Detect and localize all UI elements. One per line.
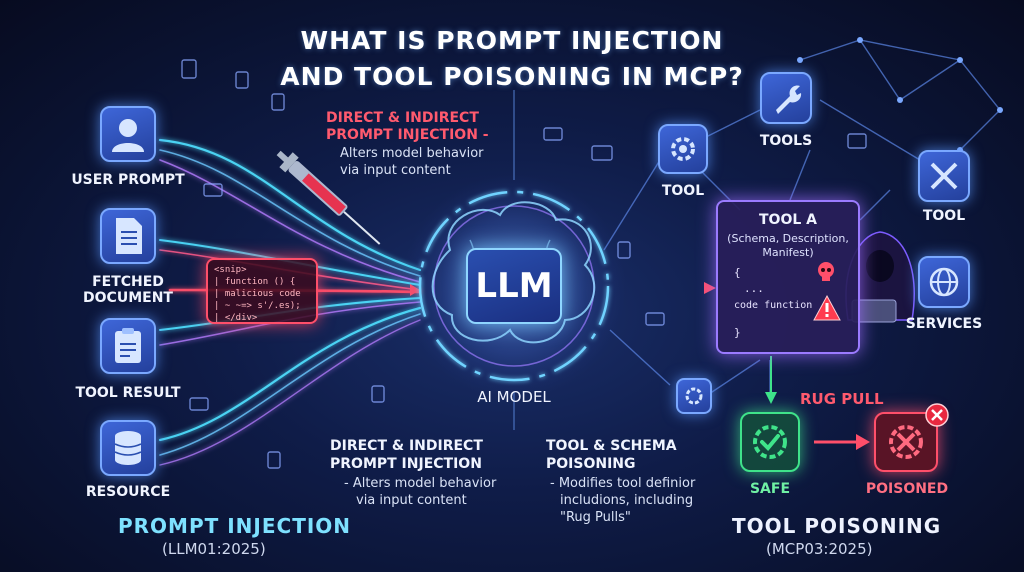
code-line-2: | function () { [214, 277, 296, 287]
tool-node-gear-small [676, 378, 712, 414]
llm-chip: LLM [466, 248, 562, 324]
safe-check-gear-icon [753, 425, 787, 459]
code-line-3: | malicious code [214, 289, 301, 299]
syringe-icon [276, 150, 381, 245]
code-line-4: | ~ ~=> s'/.es); [214, 301, 301, 311]
poisoned-status [874, 412, 938, 472]
injection-top-heading-1: DIRECT & INDIRECT [326, 110, 479, 126]
document-icon [116, 218, 142, 254]
injection-bottom-heading-2: PROMPT INJECTION [330, 456, 482, 472]
schema-poisoning-heading-1: TOOL & SCHEMA [546, 438, 677, 454]
malicious-code-snippet: <snip> | function () { | malicious code … [206, 258, 318, 324]
injection-top-desc-1: Alters model behavior [340, 146, 484, 161]
hacker-icon [845, 231, 915, 323]
schema-poisoning-desc-3: "Rug Pulls" [560, 510, 631, 525]
safe-status [740, 412, 800, 472]
tool-a-title: TOOL A [759, 212, 817, 228]
warning-icon [813, 294, 841, 321]
database-icon [114, 431, 142, 465]
rug-pull-label: RUG PULL [800, 390, 884, 408]
source-label-tool-result: TOOL RESULT [75, 385, 181, 401]
injection-bottom-heading-1: DIRECT & INDIRECT [330, 438, 483, 454]
tool-node-3 [918, 150, 970, 202]
injection-bottom-desc-2: via input content [356, 493, 467, 508]
tool-label-2: TOOLS [759, 133, 813, 149]
tool-a-code-4: } [734, 326, 741, 339]
injection-bottom-desc-1: - Alters model behavior [344, 476, 497, 491]
source-label-document: DOCUMENT [83, 290, 173, 306]
safe-label: SAFE [749, 481, 791, 497]
source-label-resource: RESOURCE [85, 484, 171, 500]
tool-a-meta-2: Manifest) [762, 246, 814, 259]
tool-node-1 [658, 124, 708, 174]
gear-small-icon [685, 387, 703, 405]
tool-a-meta-1: (Schema, Description, [727, 232, 849, 245]
tool-a-panel: TOOL A (Schema, Description, Manifest) {… [716, 200, 860, 354]
prompt-injection-footer-title: PROMPT INJECTION [118, 514, 352, 538]
source-tool-result [100, 318, 156, 374]
tool-a-code-3: code function [734, 300, 813, 311]
close-badge-icon [925, 403, 949, 427]
source-user-prompt [100, 106, 156, 162]
code-line-1: <snip> [214, 265, 247, 275]
schema-poisoning-desc-2: includions, including [560, 493, 694, 508]
skull-icon [818, 262, 834, 281]
injection-top-desc-2: via input content [340, 163, 451, 178]
clipboard-icon [115, 328, 141, 363]
schema-poisoning-desc-1: - Modifies tool definior [550, 476, 696, 491]
code-line-5: | </div> [214, 313, 258, 323]
source-resource [100, 420, 156, 476]
globe-icon [929, 267, 959, 297]
source-fetched-document [100, 208, 156, 264]
tool-label-1: TOOL [661, 183, 705, 199]
tool-node-4 [918, 256, 970, 308]
wrench-icon [776, 85, 802, 114]
tool-poisoning-footer-title: TOOL POISONING [732, 514, 942, 538]
tool-label-3: TOOL [922, 208, 966, 224]
tool-node-2 [760, 72, 812, 124]
tool-a-code-1: { [734, 266, 741, 279]
schema-poisoning-heading-2: POISONING [546, 456, 636, 472]
ai-model-label: AI MODEL [477, 388, 551, 406]
poisoned-label: POISONED [865, 481, 949, 497]
title-line-1: WHAT IS PROMPT INJECTION [300, 26, 724, 55]
user-icon [112, 119, 144, 152]
poisoned-gear-icon [889, 425, 923, 459]
tool-poisoning-footer-code: (MCP03:2025) [766, 540, 873, 558]
tool-a-code-2: ... [744, 282, 764, 295]
injection-top-heading-2: PROMPT INJECTION - [326, 127, 489, 143]
gear-icon [671, 137, 695, 161]
tool-label-4: SERVICES [905, 316, 983, 332]
title-line-2: AND TOOL POISONING IN MCP? [280, 62, 744, 91]
prompt-injection-footer-code: (LLM01:2025) [162, 540, 266, 558]
source-label-user-prompt: USER PROMPT [71, 172, 185, 188]
source-label-fetched: FETCHED [92, 274, 164, 290]
wrench-screwdriver-icon [930, 162, 958, 190]
